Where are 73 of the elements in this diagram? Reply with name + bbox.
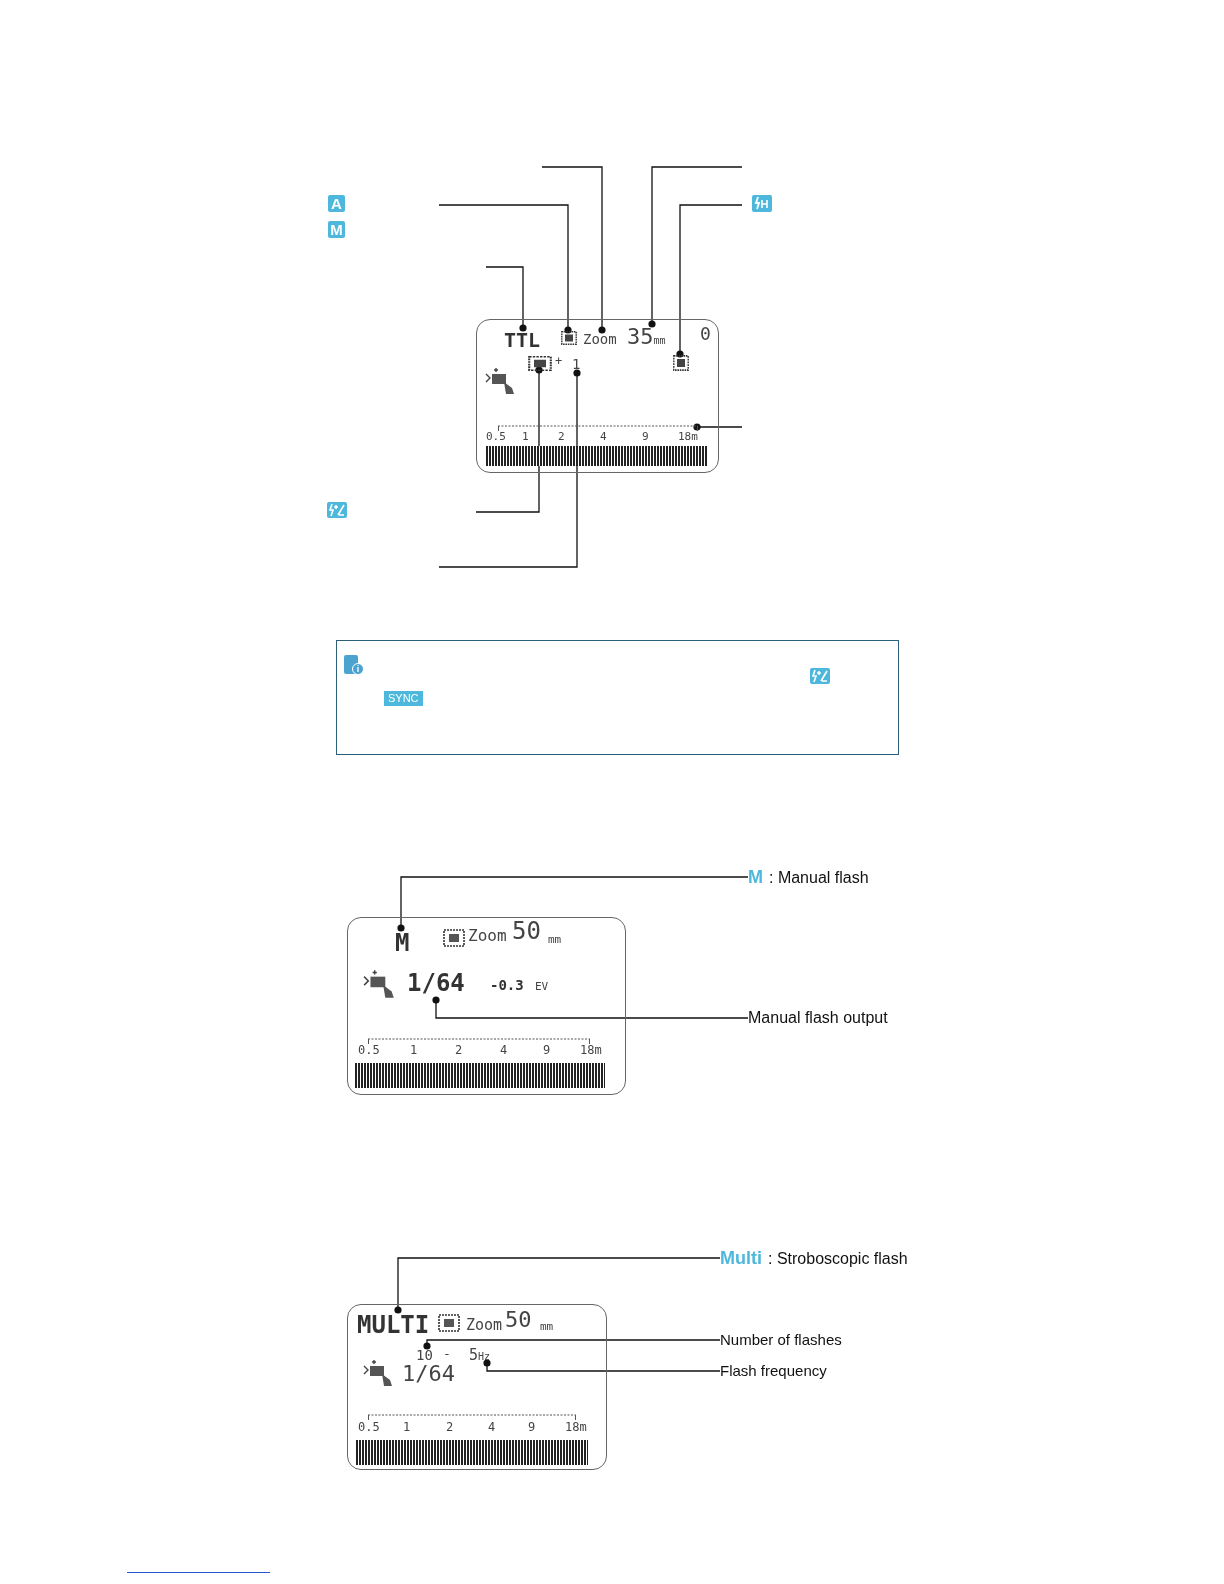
leader-line — [541, 166, 606, 334]
leader-line — [423, 1339, 721, 1350]
leader-line — [438, 369, 581, 568]
lcd-screen — [347, 917, 626, 1095]
lcd-text: 9 — [642, 431, 649, 443]
lcd-text: 1/64 — [402, 1362, 455, 1386]
mode-badge: M — [328, 221, 345, 238]
lcd-text: -0.3 — [490, 977, 524, 993]
lcd-text: 2 — [455, 1044, 463, 1057]
lcd-text: Zoom — [466, 1317, 503, 1334]
mode-badge: A — [328, 195, 345, 212]
lcd-text: 0.5 — [486, 431, 506, 443]
lcd-text: 9 — [528, 1421, 536, 1434]
sync-badge: SYNC — [384, 691, 423, 706]
lcd-text: M — [395, 929, 427, 955]
lcd-text: 50 — [512, 918, 541, 944]
lcd-text: 2 — [558, 431, 565, 443]
lcd-text: 18m — [678, 431, 698, 443]
lcd-text: 0.5 — [358, 1044, 380, 1057]
distance-scale — [498, 425, 698, 431]
leader-line — [648, 166, 743, 328]
lcd-text: MULTI — [357, 1311, 437, 1339]
lcd-text: 18m — [580, 1044, 602, 1057]
lcd-text: 1 — [410, 1044, 418, 1057]
leader-line — [438, 204, 572, 334]
lcd-menu-bar — [485, 445, 708, 466]
leader-line — [676, 204, 743, 358]
lcd-text: Hz — [478, 1351, 491, 1364]
lcd-text: Zoom — [468, 927, 507, 945]
callout-text: : Manual flash — [769, 868, 869, 888]
lcd-menu-bar — [354, 1062, 605, 1088]
leader-line — [483, 1359, 721, 1372]
lcd-text: 10 — [416, 1347, 440, 1365]
lcd-text: 4 — [488, 1421, 496, 1434]
callout-text: Flash frequency — [720, 1360, 880, 1382]
lcd-text: 2 — [446, 1421, 454, 1434]
lcd-text: 4 — [500, 1044, 508, 1057]
lcd-text: - — [443, 1347, 451, 1361]
lcd-text: 50 — [505, 1308, 532, 1332]
lcd-text: + — [555, 355, 563, 368]
lcd-text: mm — [653, 334, 666, 348]
leader-line — [397, 876, 749, 932]
lcd-text: 4 — [600, 431, 607, 443]
lcd-text: EV — [535, 981, 549, 993]
lcd-menu-bar — [355, 1439, 588, 1465]
lcd-text: 1/64 — [407, 969, 471, 1001]
lcd-screen — [347, 1304, 607, 1470]
lcd-text: mm — [548, 934, 562, 946]
lcd-symbol-icon — [561, 331, 577, 345]
leader-line — [394, 1257, 721, 1314]
mode-term: M — [748, 866, 763, 889]
lcd-text: 1 — [522, 431, 529, 443]
lcd-text: Zoom — [583, 331, 619, 347]
lcd-screen — [476, 319, 719, 473]
lcd-text: 35 — [627, 325, 654, 349]
lcd-text: 1 — [572, 356, 584, 374]
lcd-text: 5 — [469, 1346, 479, 1364]
mode-term: Multi — [720, 1247, 762, 1270]
leader-line — [485, 266, 527, 332]
lcd-text: 0.5 — [358, 1421, 380, 1434]
lcd-text: mm — [540, 1321, 554, 1333]
lcd-symbol-icon — [673, 355, 689, 371]
lcd-text: 1 — [403, 1421, 411, 1434]
callout-text: Number of flashes — [720, 1329, 880, 1351]
lcd-text: 9 — [543, 1044, 551, 1057]
leader-line — [693, 423, 743, 431]
lcd-text: 0 — [700, 324, 711, 344]
lcd-text: TTL — [504, 329, 554, 351]
callout-text: : Stroboscopic flash — [768, 1249, 908, 1269]
lcd-symbol-icon — [528, 356, 552, 371]
callout-text: Manual flash output — [748, 1005, 938, 1031]
leader-line — [432, 996, 749, 1019]
lcd-text: 18m — [565, 1421, 587, 1434]
